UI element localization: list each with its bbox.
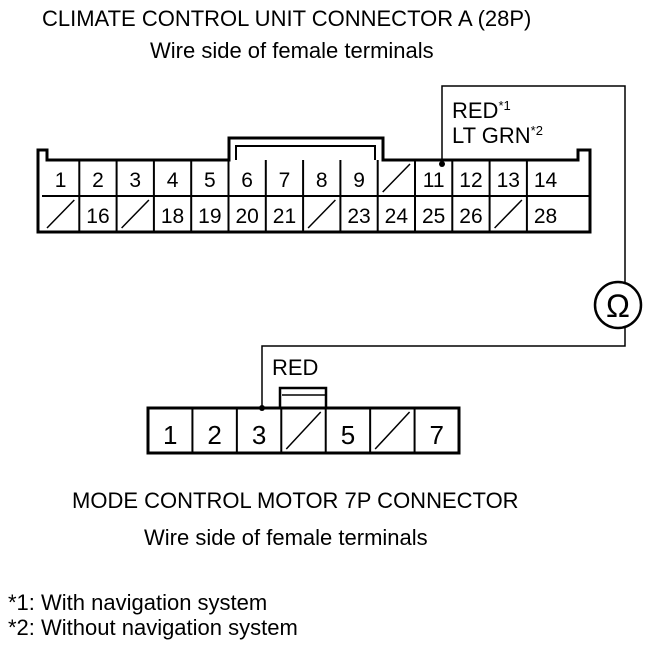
footnote-1: *1: With navigation system	[8, 590, 268, 615]
connector-a-terminal-12: 12	[459, 169, 482, 192]
connector-a-empty-cavity	[494, 199, 523, 229]
wire-label-red-text: RED	[452, 98, 498, 123]
motor-connector-lock-tab	[278, 386, 328, 408]
connector-a-terminal-9: 9	[353, 169, 365, 192]
connector-a-terminal-4: 4	[167, 169, 179, 192]
connector-a-terminal-2: 2	[92, 169, 104, 192]
motor-connector-terminal-2: 2	[207, 420, 221, 450]
motor-connector-subtitle: Wire side of female terminals	[144, 525, 428, 550]
connector-a-terminal-28: 28	[534, 205, 557, 228]
note2-mark: *2	[531, 123, 543, 138]
connector-a-empty-cavity	[121, 199, 150, 229]
connector-a-terminal-1: 1	[55, 169, 67, 192]
connector-a-subtitle: Wire side of female terminals	[150, 38, 434, 63]
footnote-2: *2: Without navigation system	[8, 615, 298, 640]
note1-mark: *1	[498, 98, 510, 113]
connector-a-terminal-5: 5	[204, 169, 216, 192]
motor-connector-terminal-3: 3	[252, 420, 266, 450]
connector-a-terminal-18: 18	[161, 205, 184, 228]
connector-a-terminal-7: 7	[279, 169, 291, 192]
connector-a-terminal-16: 16	[86, 205, 109, 228]
connector-a-terminal-6: 6	[241, 169, 253, 192]
motor-wire-label-red: RED	[272, 355, 318, 380]
connector-a-terminal-13: 13	[497, 169, 520, 192]
wire-label-lt-grn-text: LT GRN	[452, 123, 531, 148]
wire-meter-to-motor-terminal-3	[261, 328, 626, 408]
connector-a-empty-cavity	[46, 199, 75, 229]
connector-a-title: CLIMATE CONTROL UNIT CONNECTOR A (28P)	[42, 6, 532, 31]
connector-a-lock-tab	[235, 145, 376, 160]
connector-a-terminal-23: 23	[347, 205, 370, 228]
wire-label-lt-grn: LT GRN*2	[452, 123, 543, 148]
connector-a-bottom-row: 16 18 19 20 21 23 24 25 26 28	[46, 196, 557, 232]
wire-label-red: RED*1	[452, 98, 511, 123]
motor-connector-terminal-5: 5	[341, 420, 355, 450]
motor-connector-terminal-1: 1	[163, 420, 177, 450]
connector-a-terminal-8: 8	[316, 169, 328, 192]
connector-a-terminal-26: 26	[459, 205, 482, 228]
connector-a-empty-cavity	[307, 199, 336, 229]
connector-a-terminal-19: 19	[198, 205, 221, 228]
motor-connector-empty-cavity	[374, 411, 411, 450]
connector-a-terminal-24: 24	[385, 205, 409, 228]
motor-connector-empty-cavity	[285, 411, 322, 450]
connector-a-empty-cavity	[382, 163, 411, 193]
motor-connector-title: MODE CONTROL MOTOR 7P CONNECTOR	[72, 488, 519, 513]
connector-a-housing	[36, 136, 592, 234]
connector-a-terminal-21: 21	[273, 205, 296, 228]
motor-connector-housing	[146, 406, 461, 455]
connector-a-terminal-20: 20	[235, 205, 258, 228]
wire-terminal-11-to-meter	[441, 85, 626, 282]
connector-a-terminal-3: 3	[129, 169, 141, 192]
ohm-symbol: Ω	[606, 288, 630, 324]
connector-a-terminal-11: 11	[423, 169, 445, 192]
motor-connector-terminal-7: 7	[430, 420, 444, 450]
ohmmeter-icon	[593, 280, 643, 330]
connector-a-terminal-14: 14	[534, 169, 558, 192]
connector-a-terminal-25: 25	[422, 205, 445, 228]
probe-point-terminal-11	[439, 161, 445, 167]
